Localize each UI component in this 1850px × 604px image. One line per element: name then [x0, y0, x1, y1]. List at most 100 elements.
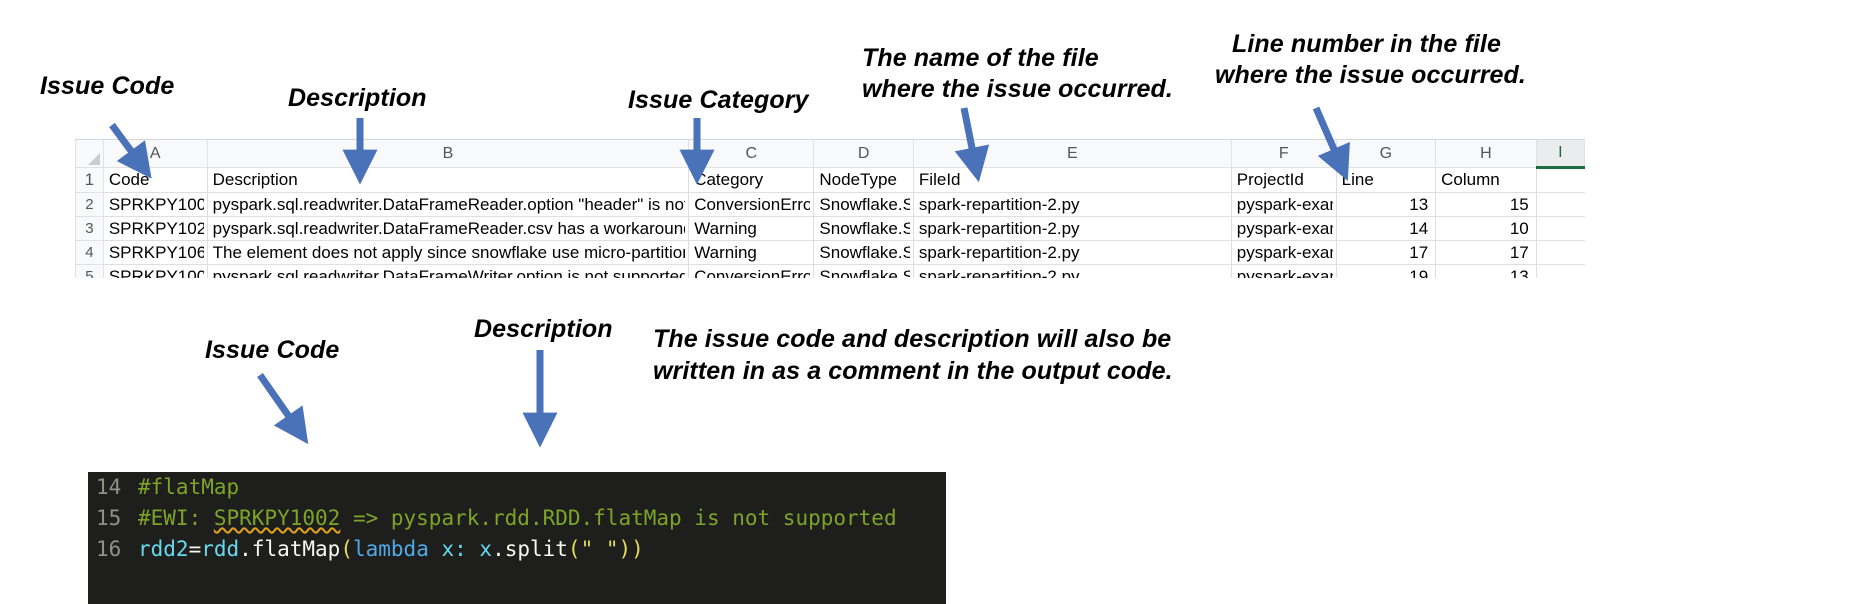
code-token: rdd [201, 537, 240, 561]
cell-text: SPRKPY1002 [108, 266, 204, 279]
row-header[interactable]: 1 [75, 167, 104, 193]
code-token: ) [631, 537, 644, 561]
row-header[interactable]: 5 [75, 264, 104, 278]
cell-column[interactable]: 13 [1435, 264, 1537, 278]
line-number: 16 [96, 537, 122, 561]
callout-file-name-line2: where the issue occurred. [862, 75, 1173, 103]
cell-text: NodeType [819, 170, 897, 189]
cell-text: Snowflake.Snowpark [819, 266, 910, 279]
cell-code[interactable]: SPRKPY1002 [102, 264, 208, 279]
spreadsheet[interactable]: A B C D E F G H I 1 Code Description Cat… [75, 139, 1585, 278]
cell-column[interactable]: 10 [1435, 216, 1537, 241]
table-row[interactable]: 1 Code Description Category NodeType Fil… [75, 167, 1585, 193]
cell-category[interactable]: ConversionError [688, 264, 815, 279]
cell-line[interactable]: 14 [1335, 216, 1437, 241]
callout-comment-note-line1: The issue code and description will also… [653, 325, 1172, 353]
table-row[interactable]: 3 SPRKPY1026 pyspark.sql.readwriter.Data… [75, 216, 1585, 241]
cell-category[interactable]: Warning [688, 240, 815, 265]
cell-text: pyspark-example [1236, 266, 1333, 279]
row-header[interactable]: 3 [75, 216, 104, 241]
column-header-i[interactable]: I [1535, 139, 1585, 169]
code-token: " " [580, 537, 619, 561]
cell-text: spark-repartition-2.py [918, 266, 1080, 279]
code-comment: #flatMap [138, 475, 240, 499]
cell-text: Warning [694, 218, 757, 238]
ewi-issue-code: SPRKPY1002 [213, 506, 341, 530]
cell-fileid[interactable]: spark-repartition-2.py [912, 216, 1232, 241]
cell-column[interactable]: 15 [1435, 192, 1537, 217]
cell-empty[interactable] [1535, 240, 1585, 265]
cell-text: spark-repartition-2.py [918, 242, 1080, 262]
spreadsheet-viewport: A B C D E F G H I 1 Code Description Cat… [75, 139, 1585, 278]
callout-description-bottom: Description [474, 315, 613, 343]
cell-nodetype[interactable]: Snowflake.Snowpark [813, 240, 914, 265]
code-token: lambda [352, 537, 429, 561]
cell-column-header[interactable]: Column [1435, 167, 1537, 193]
code-line-15: 15#EWI: SPRKPY1002 => pyspark.rdd.RDD.fl… [88, 503, 946, 534]
cell-category[interactable]: ConversionError [688, 192, 815, 217]
cell-code[interactable]: SPRKPY1002 [102, 192, 208, 217]
cell-text: pyspark-example [1236, 194, 1333, 214]
cell-code[interactable]: SPRKPY1066 [102, 240, 208, 265]
ewi-description: => pyspark.rdd.RDD.flatMap is not suppor… [340, 506, 897, 530]
code-editor[interactable]: 14#flatMap 15#EWI: SPRKPY1002 => pyspark… [88, 472, 946, 604]
column-header-g[interactable]: G [1335, 139, 1437, 168]
cell-nodetype[interactable]: Snowflake.Snowpark [813, 216, 914, 241]
cell-projectid[interactable]: pyspark-example [1230, 192, 1337, 217]
cell-text: Warning [694, 242, 757, 262]
line-number: 15 [96, 506, 122, 530]
table-row[interactable]: 5 SPRKPY1002 pyspark.sql.readwriter.Data… [75, 264, 1585, 279]
cell-line[interactable]: 13 [1335, 192, 1437, 217]
cell-fileid[interactable]: spark-repartition-2.py [912, 240, 1232, 265]
cell-line[interactable]: 17 [1335, 240, 1437, 265]
cell-text: pyspark.sql.readwriter.DataFrameWriter.o… [212, 266, 686, 279]
cell-text: ProjectId [1236, 170, 1304, 189]
code-token: .flatMap [239, 537, 341, 561]
cell-text: spark-repartition-2.py [918, 218, 1080, 238]
cell-nodetype[interactable]: Snowflake.Snowpark [813, 192, 914, 217]
code-token: .split [492, 537, 568, 561]
cell-category[interactable]: Warning [688, 216, 815, 241]
cell-text: SPRKPY1026 [108, 218, 204, 238]
code-token: x: x [428, 537, 493, 561]
code-token: ( [340, 537, 353, 561]
cell-text: SPRKPY1002 [108, 194, 204, 214]
cell-empty[interactable] [1535, 264, 1585, 278]
code-token: rdd2 [138, 537, 189, 561]
callout-file-name-line1: The name of the file [862, 44, 1099, 72]
cell-nodetype[interactable]: Snowflake.Snowpark [813, 264, 914, 279]
table-row[interactable]: 2 SPRKPY1002 pyspark.sql.readwriter.Data… [75, 192, 1585, 217]
cell-nodetype-header[interactable]: NodeType [813, 167, 914, 193]
cell-empty[interactable] [1535, 167, 1585, 193]
cell-text: Snowflake.Snowpark [819, 194, 910, 214]
column-header-b[interactable]: B [206, 139, 690, 168]
column-header-h[interactable]: H [1435, 139, 1537, 168]
select-all-corner[interactable] [75, 139, 104, 168]
cell-description[interactable]: pyspark.sql.readwriter.DataFrameReader.o… [206, 192, 690, 217]
cell-fileid[interactable]: spark-repartition-2.py [912, 192, 1232, 217]
cell-text: Column [1441, 170, 1500, 189]
corner-triangle-icon [87, 153, 100, 165]
spreadsheet-grid[interactable]: A B C D E F G H I 1 Code Description Cat… [75, 139, 1585, 278]
cell-text: pyspark.sql.readwriter.DataFrameReader.c… [212, 218, 686, 238]
code-token: ) [618, 537, 632, 561]
callout-issue-category: Issue Category [628, 86, 809, 114]
cell-description[interactable]: pyspark.sql.readwriter.DataFrameWriter.o… [206, 264, 690, 279]
callout-line-number-line2: where the issue occurred. [1215, 61, 1526, 89]
cell-text: pyspark-example [1236, 218, 1333, 238]
cell-text: ConversionError [694, 266, 811, 279]
cell-description[interactable]: pyspark.sql.readwriter.DataFrameReader.c… [206, 216, 690, 241]
callout-description: Description [288, 84, 427, 112]
cell-text: FileId [918, 170, 961, 189]
cell-fileid[interactable]: spark-repartition-2.py [912, 264, 1232, 279]
callout-comment-note-line2: written in as a comment in the output co… [653, 357, 1173, 385]
cell-text: spark-repartition-2.py [918, 194, 1080, 214]
cell-description[interactable]: The element does not apply since snowfla… [206, 240, 690, 265]
row-header[interactable]: 2 [75, 192, 104, 217]
cell-text: The element does not apply since snowfla… [212, 242, 686, 262]
cell-projectid[interactable]: pyspark-example [1230, 264, 1337, 279]
callout-issue-code: Issue Code [40, 72, 175, 100]
cell-text: Description [212, 170, 298, 189]
cell-line[interactable]: 19 [1335, 264, 1437, 278]
